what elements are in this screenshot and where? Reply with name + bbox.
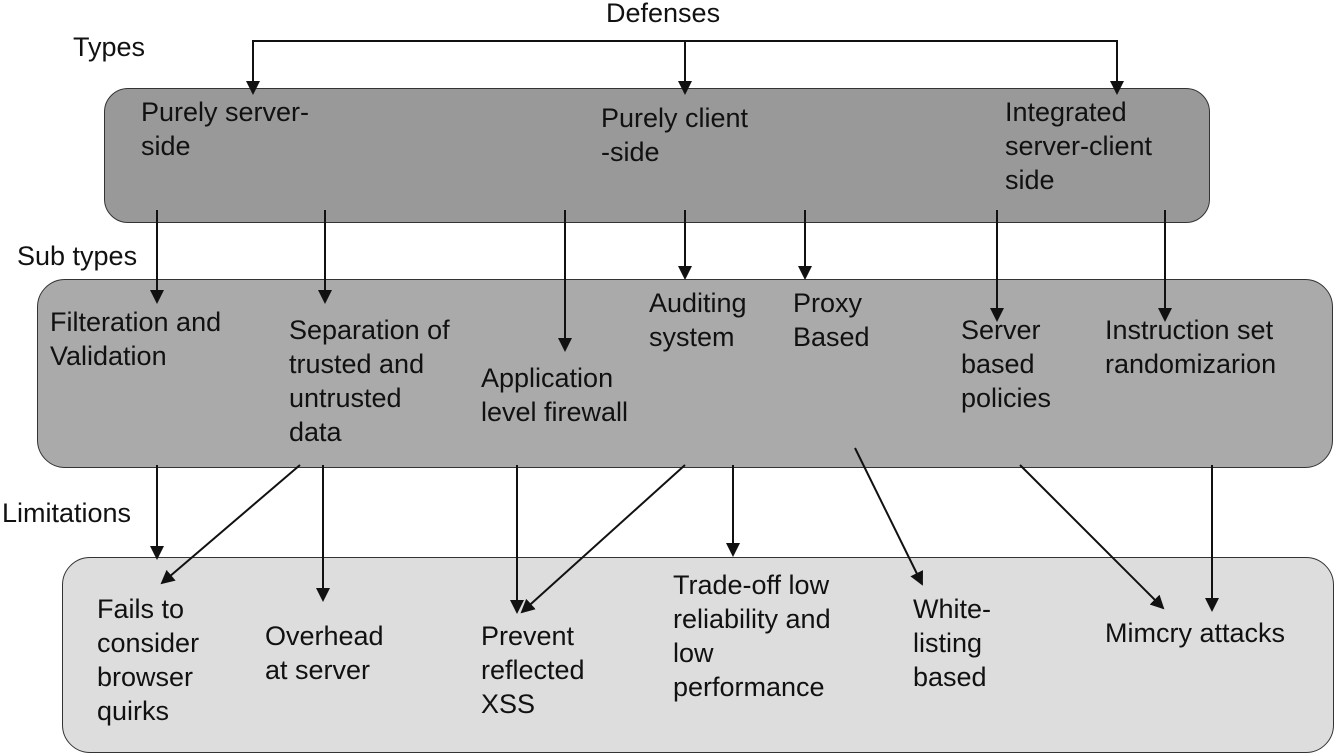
arrow-separation-to-quirks (160, 464, 301, 585)
row-label-sub-types: Sub types (17, 241, 138, 271)
subtype-instruction-set-randomization: Instruction set randomizarion (1105, 315, 1277, 379)
subtype-filteration-validation: Filteration and Validation (50, 307, 222, 371)
types-band (104, 88, 1210, 223)
row-label-types: Types (73, 32, 146, 62)
arrow-proxy-to-whitelisting (854, 447, 923, 586)
arrow-auditing-to-reflected (520, 464, 686, 614)
diagram-title: Defenses (606, 0, 721, 28)
limitations-band (62, 557, 1334, 753)
subtype-separation-trusted-untrusted: Separation of trusted and untrusted data (289, 315, 450, 447)
subtype-auditing-system: Auditing system (649, 288, 747, 352)
type-integrated-server-client-side: Integrated server-client side (1005, 97, 1153, 195)
limitation-prevent-reflected-xss: Prevent reflected XSS (481, 621, 585, 719)
row-label-limitations: Limitations (2, 498, 132, 528)
type-purely-client-side: Purely client -side (601, 103, 749, 167)
subtype-application-firewall: Application level firewall (481, 363, 629, 427)
limitation-mimcry-attacks: Mimcry attacks (1105, 618, 1286, 648)
subtypes-band (37, 279, 1333, 468)
arrow-server-policies-to-mimcry (1019, 464, 1165, 610)
type-purely-server-side: Purely server- side (141, 97, 310, 161)
subtype-server-based-policies: Server based policies (961, 315, 1052, 413)
limitation-browser-quirks: Fails to consider browser quirks (97, 594, 200, 726)
limitation-whitelisting-based: White- listing based (913, 594, 992, 692)
limitation-overhead-server: Overhead at server (265, 621, 384, 685)
subtype-proxy-based: Proxy Based (793, 288, 870, 352)
limitation-tradeoff-reliability-performance: Trade-off low reliability and low perfor… (673, 570, 831, 702)
